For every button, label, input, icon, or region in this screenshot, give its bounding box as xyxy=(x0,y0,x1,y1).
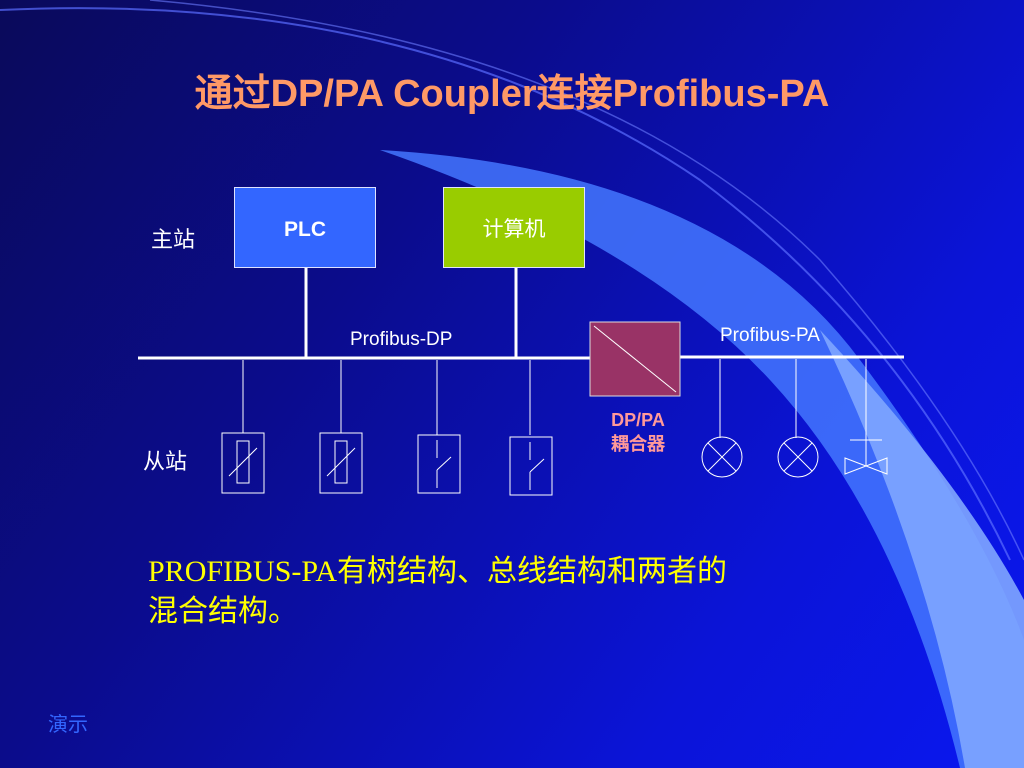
slave-device-3 xyxy=(417,434,461,494)
plc-node: PLC xyxy=(234,187,376,268)
lamp-icon xyxy=(701,436,743,478)
slave-device-2 xyxy=(319,432,363,494)
body-text: PROFIBUS-PA有树结构、总线结构和两者的 混合结构。 xyxy=(148,552,908,632)
page-title: 通过DP/PA Coupler连接Profibus-PA xyxy=(194,73,830,115)
valve-icon xyxy=(844,439,888,475)
dp-pa-coupler-box xyxy=(589,321,681,397)
slave-station-label: 从站 xyxy=(143,449,188,474)
plc-label: PLC xyxy=(284,218,326,241)
profibus-dp-label: Profibus-DP xyxy=(350,329,453,350)
coupler-label: DP/PA 耦合器 xyxy=(588,408,688,456)
master-station-label: 主站 xyxy=(151,227,196,252)
coupler-label-line2: 耦合器 xyxy=(611,434,665,454)
body-text-line2: 混合结构。 xyxy=(148,595,298,628)
slave-device-1 xyxy=(221,432,265,494)
profibus-pa-label: Profibus-PA xyxy=(720,325,820,346)
body-text-line1: PROFIBUS-PA有树结构、总线结构和两者的 xyxy=(148,555,727,588)
computer-node: 计算机 xyxy=(443,187,585,268)
lamp-icon xyxy=(777,436,819,478)
coupler-label-line1: DP/PA xyxy=(611,410,665,430)
demo-link[interactable]: 演示 xyxy=(48,714,88,736)
computer-label: 计算机 xyxy=(482,217,546,241)
background-swoosh-light xyxy=(820,330,1024,768)
background-curve xyxy=(0,7,1011,561)
background-curve xyxy=(149,0,1024,561)
slave-device-4 xyxy=(509,436,553,496)
